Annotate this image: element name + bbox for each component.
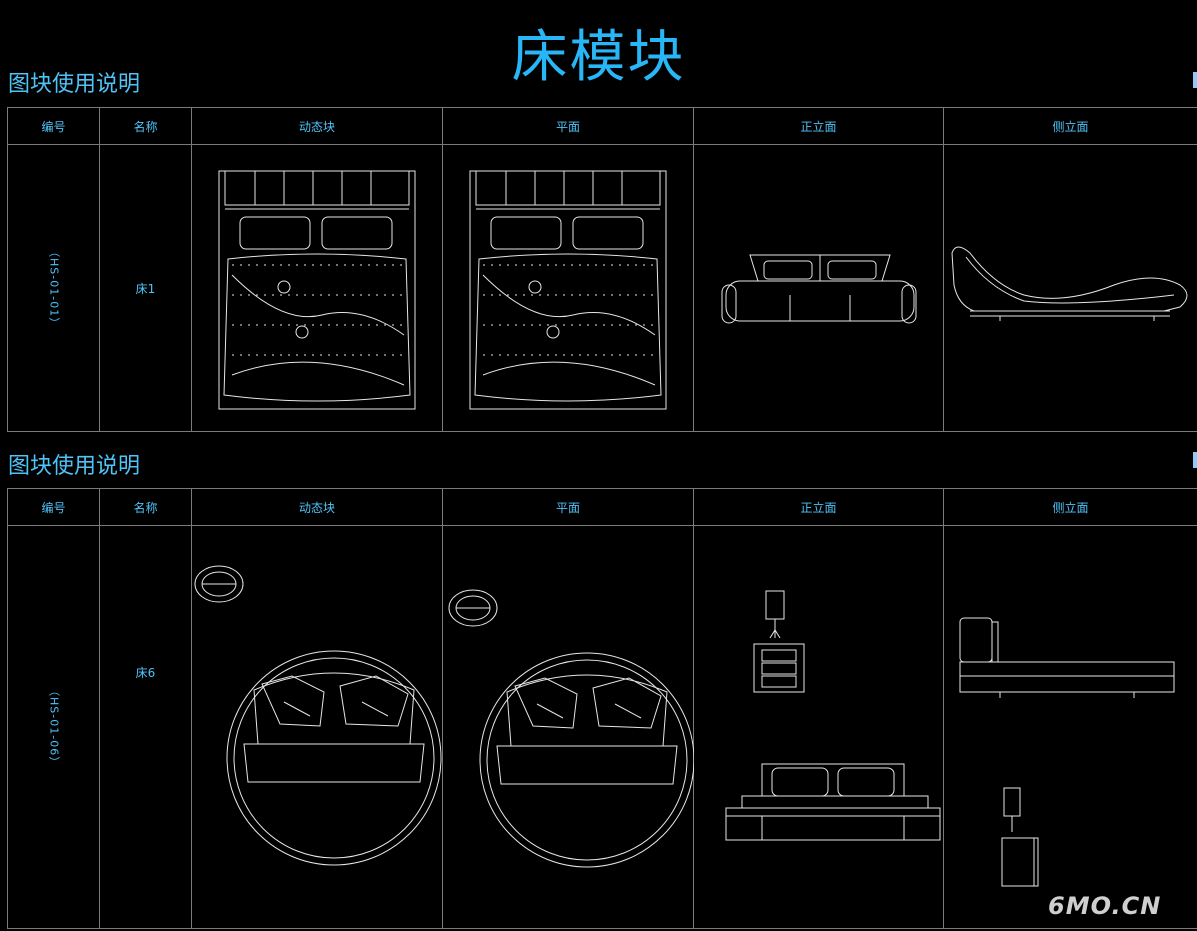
code-cell: （HS-01-06） [7,525,100,929]
bed6-front-drawing[interactable] [694,526,944,928]
watermark: 6MO.CN [1048,892,1162,920]
header-front-elevation: 正立面 [693,107,944,145]
front-elevation-cell[interactable] [693,144,944,432]
block-code: （HS-01-06） [47,685,61,769]
edge-marker [1193,452,1197,468]
header-front-elevation: 正立面 [693,488,944,526]
name-cell: 床6 [99,525,192,929]
header-plan: 平面 [442,107,694,145]
header-dynamic-block: 动态块 [191,488,443,526]
dynamic-block-cell[interactable] [191,144,443,432]
bed6-plan-drawing[interactable] [443,526,694,928]
header-side-elevation: 侧立面 [943,107,1197,145]
bed1-plan-drawing[interactable] [443,145,694,431]
side-elevation-cell[interactable] [943,525,1197,929]
section-heading: 图块使用说明 [8,454,141,479]
header-code: 编号 [7,107,100,145]
header-name: 名称 [99,488,192,526]
plan-cell[interactable] [442,144,694,432]
section-heading: 图块使用说明 [8,72,141,97]
block-code: （HS-01-01） [47,246,61,330]
table-row: （HS-01-01） 床1 [7,144,1197,432]
page-title: 床模块 [511,25,686,90]
header-side-elevation: 侧立面 [943,488,1197,526]
header-row: 编号 名称 动态块 平面 正立面 侧立面 [7,107,1197,145]
header-row: 编号 名称 动态块 平面 正立面 侧立面 [7,488,1197,526]
edge-marker [1193,72,1197,88]
header-plan: 平面 [442,488,694,526]
plan-cell[interactable] [442,525,694,929]
bed6-dynamic-drawing[interactable] [192,526,443,928]
bed1-side-drawing[interactable] [944,145,1197,431]
bed1-front-drawing[interactable] [694,145,944,431]
header-code: 编号 [7,488,100,526]
block-name: 床6 [135,666,156,680]
name-cell: 床1 [99,144,192,432]
bed6-side-drawing[interactable] [944,526,1197,928]
header-name: 名称 [99,107,192,145]
dynamic-block-cell[interactable] [191,525,443,929]
header-dynamic-block: 动态块 [191,107,443,145]
code-cell: （HS-01-01） [7,144,100,432]
side-elevation-cell[interactable] [943,144,1197,432]
block-table-2: 编号 名称 动态块 平面 正立面 侧立面 （HS-01-06） 床6 [7,488,1197,929]
bed1-dynamic-drawing[interactable] [192,145,443,431]
block-name: 床1 [135,281,156,296]
front-elevation-cell[interactable] [693,525,944,929]
block-table-1: 编号 名称 动态块 平面 正立面 侧立面 （HS-01-01） 床1 [7,107,1197,432]
table-row: （HS-01-06） 床6 [7,525,1197,929]
